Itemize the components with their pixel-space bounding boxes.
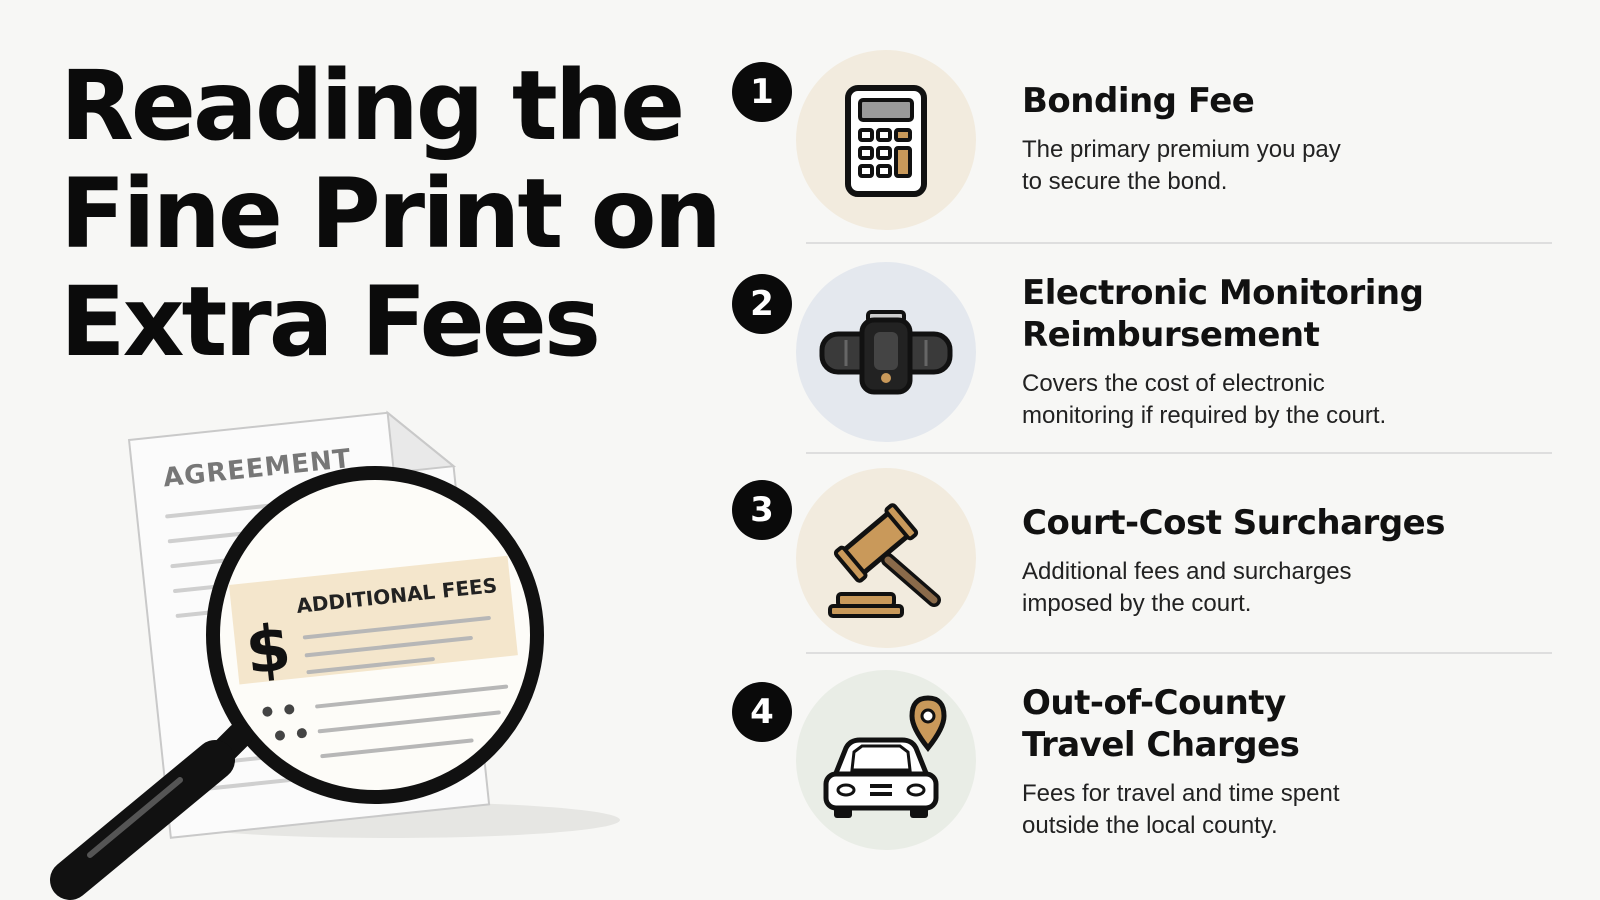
item-description: Fees for travel and time spent outside t…: [1022, 780, 1340, 839]
dollar-sign-icon: $: [242, 611, 294, 689]
gavel-icon: [796, 468, 976, 648]
item-title: Court-Cost Surcharges: [1022, 503, 1445, 543]
number-badge: 1: [732, 62, 792, 122]
item-description: The primary premium you pay to secure th…: [1022, 136, 1341, 195]
divider: [806, 242, 1552, 244]
fee-item-bonding: 1 Bonding Fee The primary premium you pa…: [720, 50, 1550, 250]
title-line-2: Fine Print on: [60, 158, 722, 270]
item-title: Out-of-County Travel Charges: [1022, 683, 1300, 765]
calculator-icon: [796, 50, 976, 230]
magnifying-glass-over-document-icon: AGREEMENT ADDITIONAL FEES $: [30, 380, 670, 900]
number-badge: 2: [732, 274, 792, 334]
ankle-monitor-icon: [796, 262, 976, 442]
fee-item-out-of-county: 4 Out-of-County Travel Charges: [720, 670, 1550, 870]
item-description: Covers the cost of electronic monitoring…: [1022, 370, 1387, 429]
fee-item-electronic-monitoring: 2 Electronic Monitoring Reimbursement Co…: [720, 262, 1550, 462]
item-title: Electronic Monitoring Reimbursement: [1022, 273, 1424, 355]
item-title: Bonding Fee: [1022, 81, 1255, 121]
item-description: Additional fees and surcharges imposed b…: [1022, 558, 1352, 617]
divider: [806, 452, 1552, 454]
fee-item-court-cost: 3 Court-Cost Surcharges Additional fees …: [720, 468, 1550, 668]
title-line-3: Extra Fees: [60, 266, 601, 378]
divider: [806, 652, 1552, 654]
title-line-1: Reading the: [60, 50, 685, 162]
page-title: Reading the Fine Print on Extra Fees: [60, 50, 722, 378]
number-badge: 4: [732, 682, 792, 742]
number-badge: 3: [732, 480, 792, 540]
car-location-pin-icon: [796, 670, 976, 850]
